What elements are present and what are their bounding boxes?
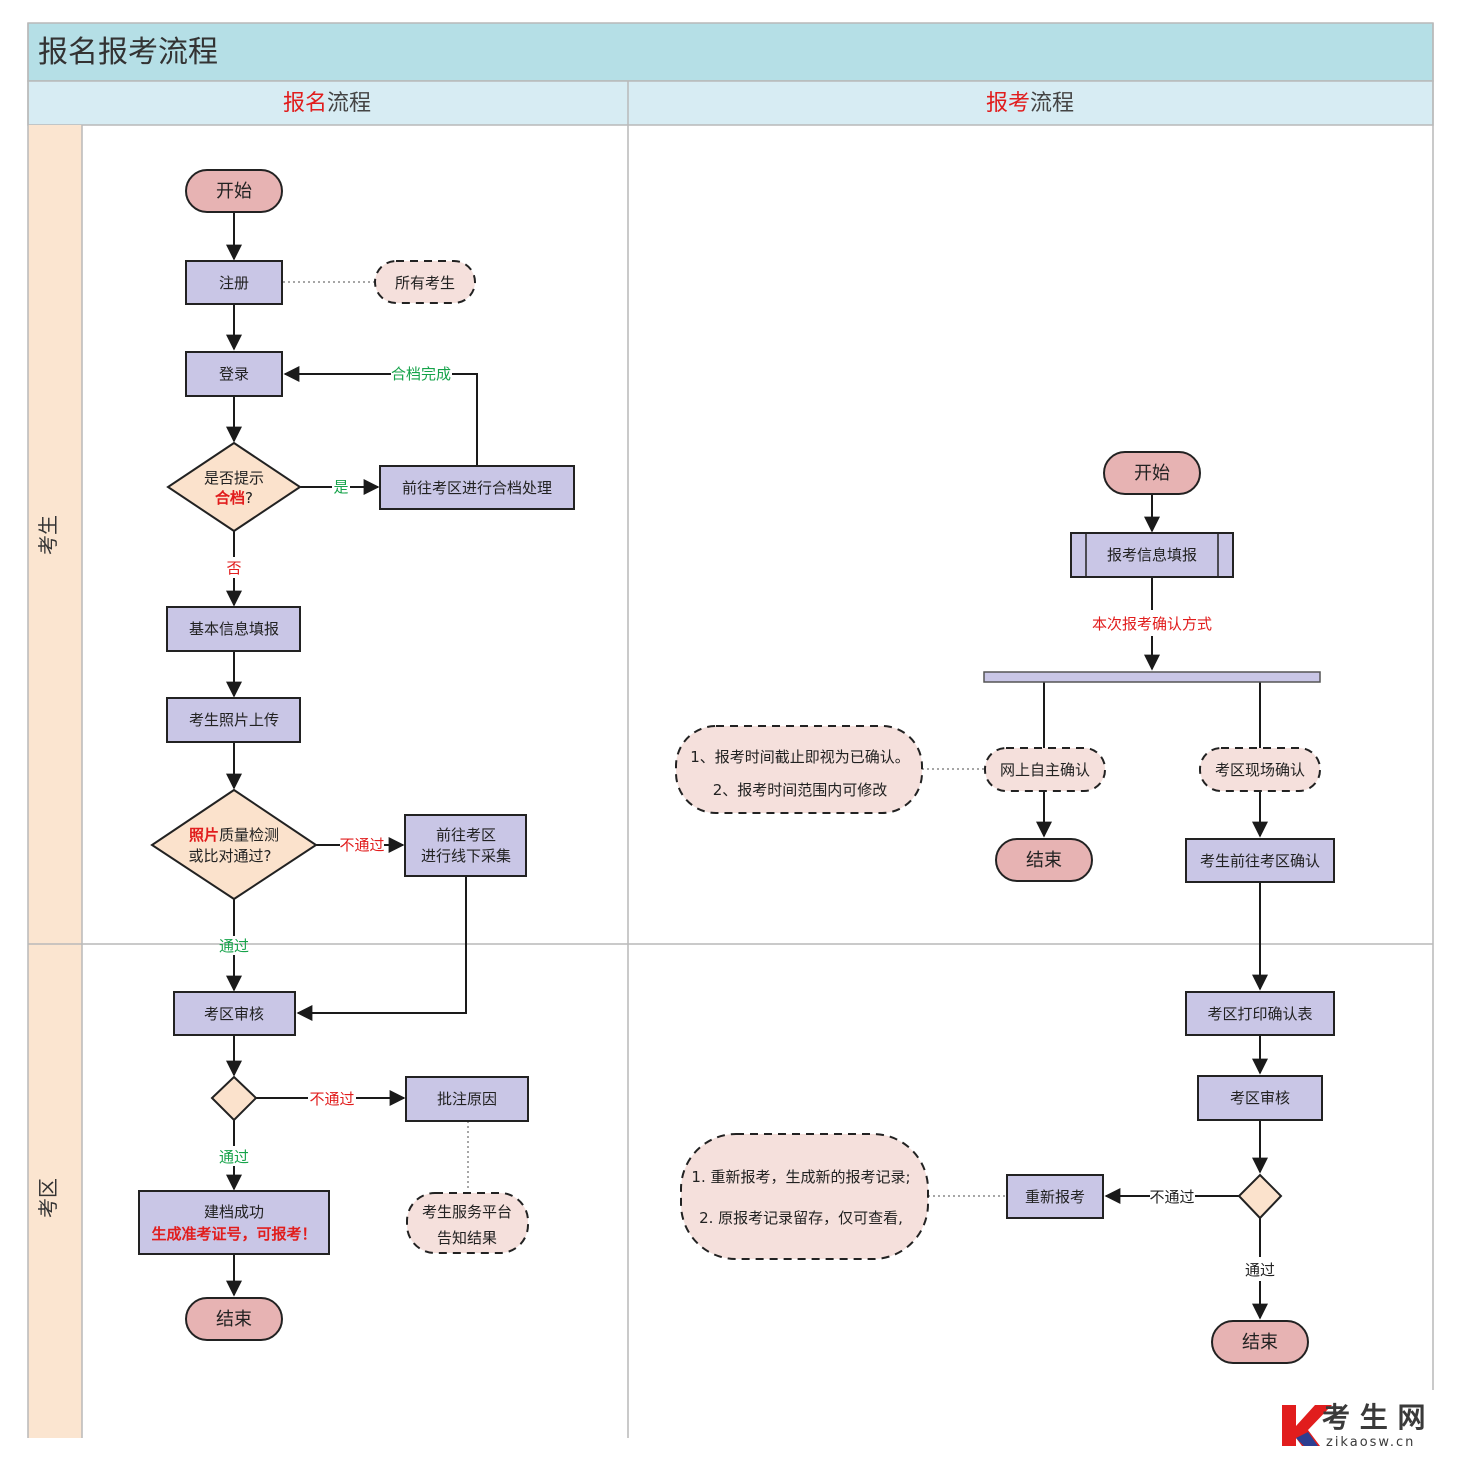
photo-upload-node: 考生照片上传 (166, 697, 301, 743)
column-header-registration: 报名流程 (283, 91, 371, 116)
reg-all-students-note: 所有考生 (374, 260, 476, 304)
notify-result-note: 考生服务平台 告知结果 (406, 1192, 529, 1254)
archived-success-node: 建档成功 生成准考证号，可报考！ (138, 1190, 330, 1255)
print-confirm-node: 考区打印确认表 (1185, 991, 1335, 1036)
yes-label: 是 (333, 478, 348, 496)
svg-text:报考信息填报: 报考信息填报 (1107, 546, 1197, 564)
exam-pass-label: 通过 (1245, 1261, 1275, 1279)
reg-register-node: 注册 (185, 260, 283, 305)
svg-text:进行线下采集: 进行线下采集 (421, 847, 511, 865)
lane-label-district: 考区 (36, 1178, 60, 1218)
brand-watermark: 考 生 网 zikaosw.cn (1282, 1401, 1426, 1450)
column-header-exam: 报考流程 (986, 91, 1074, 116)
svg-text:告知结果: 告知结果 (437, 1229, 497, 1247)
merge-decision-diamond: 是否提示 合档? (166, 441, 302, 533)
pass2-label: 通过 (219, 1148, 249, 1166)
svg-text:考区打印确认表: 考区打印确认表 (1207, 1005, 1312, 1023)
reg-end-node: 结束 (185, 1297, 283, 1341)
fork-bar (983, 671, 1321, 683)
registration-connectors (226, 212, 478, 1297)
svg-text:合档?: 合档? (214, 489, 253, 507)
district-review-node: 考区审核 (173, 991, 296, 1036)
svg-text:考生前往考区确认: 考生前往考区确认 (1200, 852, 1320, 870)
svg-text:重新报考: 重新报考 (1025, 1188, 1085, 1206)
merge-process-node: 前往考区进行合档处理 (379, 465, 575, 510)
svg-text:开始: 开始 (216, 181, 252, 202)
exam-info-fill-node: 报考信息填报 (1070, 532, 1234, 578)
svg-text:2、报考时间范围内可修改: 2、报考时间范围内可修改 (713, 781, 888, 799)
merge-done-label: 合档完成 (391, 365, 451, 383)
exam-connectors (922, 494, 1268, 1320)
svg-text:前往考区: 前往考区 (436, 826, 496, 844)
pass-label: 通过 (219, 937, 249, 955)
lane-label-student: 考生 (36, 515, 60, 555)
svg-text:1、报考时间截止即视为已确认。: 1、报考时间截止即视为已确认。 (690, 748, 910, 766)
page-title: 报名报考流程 (38, 35, 218, 70)
watermark-brand: 考 生 网 (1322, 1401, 1426, 1434)
svg-text:网上自主确认: 网上自主确认 (1000, 761, 1090, 779)
svg-text:考生服务平台: 考生服务平台 (422, 1203, 512, 1221)
svg-text:2. 原报考记录留存，仅可查看,: 2. 原报考记录留存，仅可查看, (699, 1209, 903, 1227)
online-confirm-node: 网上自主确认 (984, 747, 1106, 792)
basic-info-node: 基本信息填报 (166, 606, 301, 652)
svg-text:前往考区进行合档处理: 前往考区进行合档处理 (402, 479, 552, 497)
reapply-note-box: 1. 重新报考，生成新的报考记录; 2. 原报考记录留存，仅可查看, (680, 1133, 929, 1260)
svg-text:结束: 结束 (216, 1309, 252, 1330)
exam-end-online-node: 结束 (995, 838, 1093, 882)
exam-end-node: 结束 (1211, 1320, 1309, 1364)
annotate-reason-node: 批注原因 (405, 1076, 529, 1122)
fail2-label: 不通过 (309, 1090, 354, 1108)
frame (27, 22, 1434, 1438)
svg-text:基本信息填报: 基本信息填报 (189, 620, 279, 638)
reg-login-node: 登录 (185, 351, 283, 397)
reapply-node: 重新报考 (1006, 1174, 1104, 1219)
exam-decision-diamond (1237, 1173, 1283, 1220)
fail-label: 不通过 (339, 836, 384, 854)
exam-start-node: 开始 (1103, 451, 1201, 495)
svg-text:登录: 登录 (219, 365, 249, 383)
svg-text:是否提示: 是否提示 (204, 469, 264, 487)
svg-text:生成准考证号，可报考！: 生成准考证号，可报考！ (151, 1225, 316, 1243)
online-confirm-note-box: 1、报考时间截止即视为已确认。 2、报考时间范围内可修改 (675, 725, 923, 814)
svg-text:所有考生: 所有考生 (395, 274, 455, 292)
reg-start-node: 开始 (185, 169, 283, 213)
svg-text:考生照片上传: 考生照片上传 (189, 711, 279, 729)
review-decision-diamond (210, 1075, 258, 1122)
svg-text:照片质量检测: 照片质量检测 (189, 826, 279, 844)
svg-text:或比对通过?: 或比对通过? (189, 847, 272, 865)
go-district-node: 考生前往考区确认 (1185, 838, 1335, 883)
svg-text:考区审核: 考区审核 (1230, 1089, 1290, 1107)
onsite-confirm-node: 考区现场确认 (1199, 747, 1321, 792)
svg-text:注册: 注册 (219, 274, 249, 292)
watermark-url: zikaosw.cn (1326, 1435, 1415, 1450)
svg-text:结束: 结束 (1026, 850, 1062, 871)
svg-text:批注原因: 批注原因 (437, 1090, 497, 1108)
svg-text:考区现场确认: 考区现场确认 (1215, 761, 1305, 779)
svg-text:考区审核: 考区审核 (204, 1005, 264, 1023)
svg-text:开始: 开始 (1134, 463, 1170, 484)
svg-text:建档成功: 建档成功 (204, 1203, 264, 1221)
no-label: 否 (226, 559, 241, 577)
svg-text:1. 重新报考，生成新的报考记录;: 1. 重新报考，生成新的报考记录; (691, 1168, 910, 1186)
confirm-mode-label: 本次报考确认方式 (1092, 615, 1212, 633)
svg-text:结束: 结束 (1242, 1332, 1278, 1353)
photo-check-diamond: 照片质量检测 或比对通过? (150, 788, 318, 901)
offline-collect-node: 前往考区 进行线下采集 (404, 814, 527, 877)
k-logo-icon (1282, 1405, 1332, 1446)
exam-review-node: 考区审核 (1197, 1075, 1323, 1121)
exam-fail-label: 不通过 (1149, 1188, 1194, 1206)
